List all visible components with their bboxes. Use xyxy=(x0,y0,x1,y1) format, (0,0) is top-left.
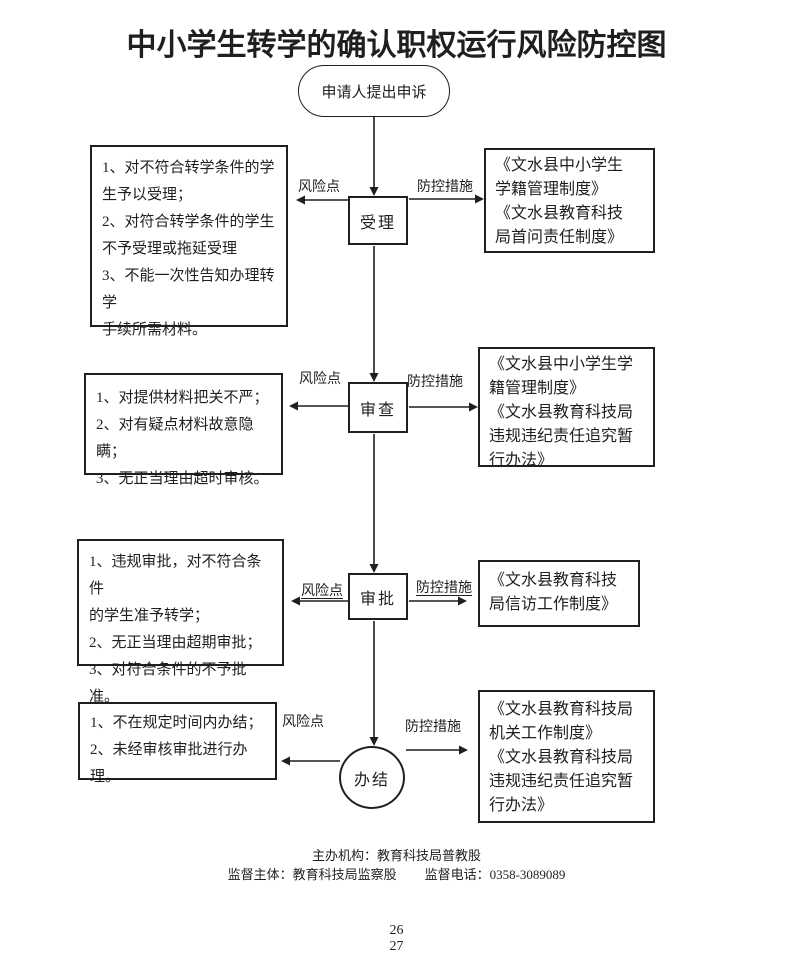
arrow-step2-to-step3 xyxy=(369,434,379,573)
start-node-label: 申请人提出申诉 xyxy=(321,84,427,101)
arrow-step3-measure xyxy=(409,596,467,606)
arrow-start-to-step1 xyxy=(369,117,379,196)
risk-point-label-step1: 风险点 xyxy=(298,180,340,195)
measure-box-step3: 《文水县教育科技 局信访工作制度》 xyxy=(478,560,640,627)
step-node-review-label: 审查 xyxy=(359,401,396,419)
page-number-bottom: 27 xyxy=(389,939,404,954)
measure-box-step4: 《文水县教育科技局 机关工作制度》 《文水县教育科技局 违规违纪责任追究暂 行办… xyxy=(478,690,655,823)
arrow-step3-to-step4 xyxy=(369,621,379,746)
risk-list-box-step3: 1、违规审批，对不符合条件 的学生准予转学； 2、无正当理由超期审批； 3、对符… xyxy=(77,539,284,705)
step-node-approve-label: 审批 xyxy=(359,590,396,608)
measure-box-step1: 《文水县中小学生 学籍管理制度》 《文水县教育科技 局首问责任制度》 xyxy=(484,148,655,253)
step-node-accept-label: 受理 xyxy=(359,214,396,232)
step-node-finish-label: 办结 xyxy=(353,771,390,789)
step-node-review: 审查 xyxy=(348,382,408,433)
control-measure-label-step3: 防控措施 xyxy=(416,581,472,596)
step-node-approve: 审批 xyxy=(348,573,408,620)
risk-list-box-step1: 1、对不符合转学条件的学 生予以受理； 2、对符合转学条件的学生 不予受理或拖延… xyxy=(90,145,288,338)
control-measure-label-step2: 防控措施 xyxy=(407,375,463,390)
step-node-accept: 受理 xyxy=(348,196,408,245)
arrow-step2-measure xyxy=(409,402,478,412)
risk-point-label-step2: 风险点 xyxy=(299,372,341,387)
arrow-step1-risk xyxy=(296,195,348,205)
control-measure-label-step4: 防控措施 xyxy=(405,720,461,735)
page-number-top: 26 xyxy=(389,923,404,938)
footer-host-line: 主办机构：教育科技局普教股 xyxy=(311,848,481,863)
arrow-step4-measure xyxy=(406,745,468,755)
arrow-step4-risk xyxy=(281,756,340,766)
risk-point-label-step4: 风险点 xyxy=(282,715,324,730)
arrow-step1-to-step2 xyxy=(369,246,379,382)
step-node-finish: 办结 xyxy=(339,746,405,809)
control-measure-label-step1: 防控措施 xyxy=(417,180,473,195)
footer-supervisor: 监督主体：教育科技局监察股 xyxy=(227,867,397,882)
measure-box-step2: 《文水县中小学生学 籍管理制度》 《文水县教育科技局 违规违纪责任追究暂 行办法… xyxy=(478,347,655,469)
risk-list-box-step2: 1、对提供材料把关不严； 2、对有疑点材料故意隐瞒； 3、无正当理由超时审核。 xyxy=(84,373,283,487)
risk-point-label-step3: 风险点 xyxy=(301,584,343,599)
arrow-step2-risk xyxy=(289,401,348,411)
arrow-step1-measure xyxy=(409,194,484,204)
page-title: 中小学生转学的确认职权运行风险防控图 xyxy=(126,29,667,62)
start-node: 申请人提出申诉 xyxy=(298,65,450,117)
footer-phone: 监督电话：0358-3089089 xyxy=(424,867,566,882)
risk-list-box-step4: 1、不在规定时间内办结； 2、未经审核审批进行办理。 xyxy=(78,702,277,785)
footer-supervision-line: 监督主体：教育科技局监察股 监督电话：0358-3089089 xyxy=(0,864,793,883)
